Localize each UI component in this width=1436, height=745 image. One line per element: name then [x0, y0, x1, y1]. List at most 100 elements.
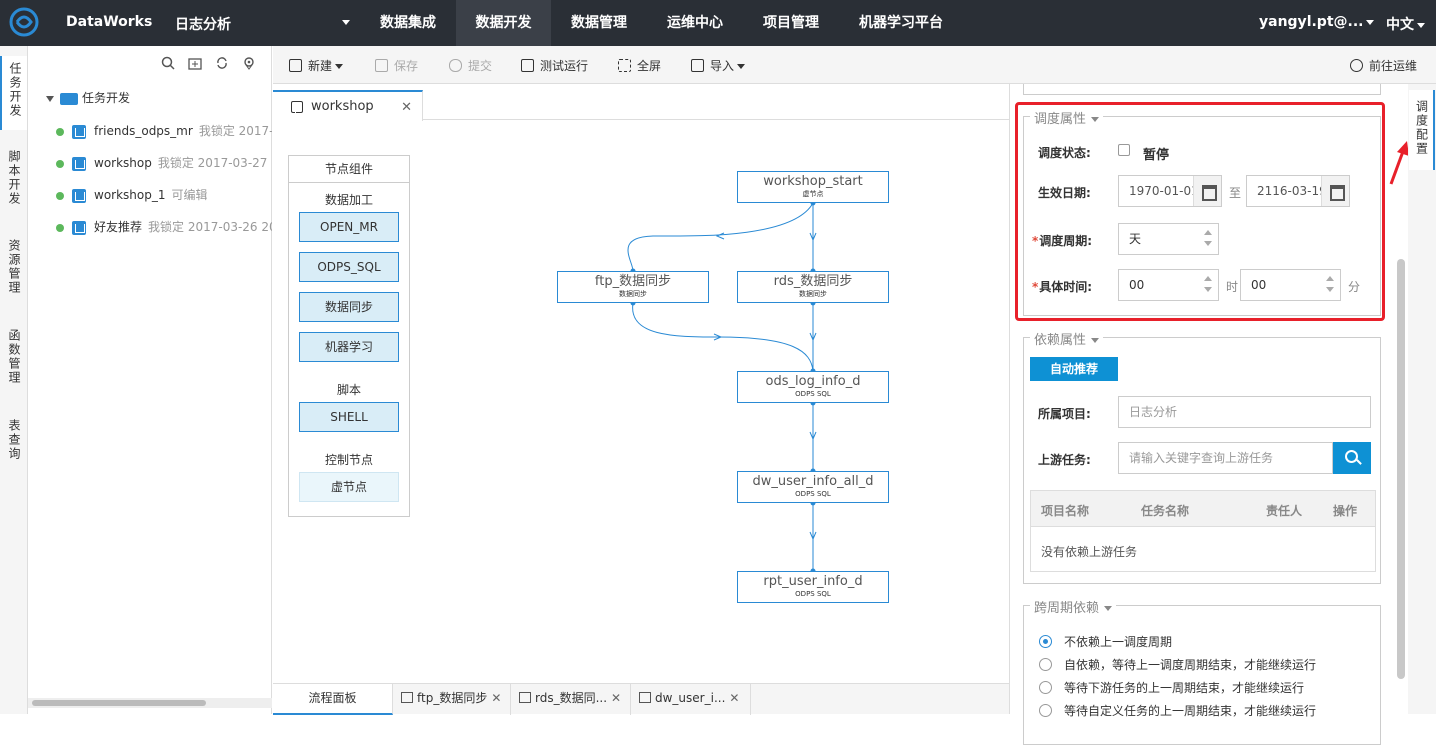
close-icon[interactable]: ✕ — [611, 691, 622, 705]
col-project-name: 项目名称 — [1041, 504, 1090, 518]
tree-root[interactable]: 任务开发 — [46, 89, 130, 106]
tab-table-query[interactable]: 表查询 — [0, 419, 27, 479]
radio-downstream-dependency[interactable] — [1039, 681, 1052, 694]
import-button[interactable]: 导入 — [691, 57, 746, 74]
tab-schedule-config[interactable]: 调度配置 — [1409, 90, 1435, 170]
test-run-button[interactable]: 测试运行 — [521, 57, 588, 74]
refresh-icon[interactable] — [215, 56, 229, 70]
add-folder-icon[interactable] — [188, 56, 202, 70]
palette-node-data-sync[interactable]: 数据同步 — [299, 292, 399, 322]
tree-item[interactable]: 好友推荐我锁定 2017-03-26 20 — [56, 218, 272, 235]
close-icon[interactable]: ✕ — [729, 691, 740, 705]
calendar-icon[interactable] — [1193, 176, 1221, 206]
calendar-icon[interactable] — [1321, 176, 1349, 206]
palette-section-control: 控制节点 — [324, 453, 373, 467]
menu-data-integration[interactable]: 数据集成 — [380, 15, 436, 31]
tab-rds-sync[interactable]: rds_数据同...✕ — [511, 684, 631, 715]
palette-node-virtual[interactable]: 虚节点 — [299, 472, 399, 502]
flow-node[interactable]: ftp_数据同步数据同步 — [557, 271, 709, 303]
close-icon[interactable]: ✕ — [491, 691, 502, 705]
tab-dw-user-info[interactable]: dw_user_i...✕ — [631, 684, 751, 715]
menu-machine-learning[interactable]: 机器学习平台 — [859, 15, 943, 31]
cross-cycle-title[interactable]: 跨周期依赖 — [1030, 597, 1117, 616]
menu-project-management[interactable]: 项目管理 — [763, 15, 819, 31]
tab-label: 脚本开发 — [7, 150, 21, 206]
dataworks-logo-icon[interactable] — [8, 6, 40, 38]
search-icon[interactable] — [161, 56, 175, 70]
date-from-input[interactable]: 1970-01-01 — [1118, 175, 1222, 207]
save-button[interactable]: 保存 — [375, 57, 418, 74]
workflow-icon — [72, 124, 86, 139]
cycle-label-text: 调度周期: — [1039, 234, 1093, 248]
new-button[interactable]: 新建 — [289, 57, 344, 74]
upstream-table: 项目名称 任务名称 责任人 操作 没有依赖上游任务 — [1030, 490, 1376, 572]
upstream-search-input[interactable]: 请输入关键字查询上游任务 — [1118, 442, 1333, 474]
menu-data-development[interactable]: 数据开发 — [456, 0, 551, 46]
fullscreen-button[interactable]: 全屏 — [618, 57, 661, 74]
project-selector[interactable]: 日志分析 — [175, 14, 350, 34]
auto-recommend-button[interactable]: 自动推荐 — [1030, 357, 1119, 381]
spinner-arrows-icon[interactable] — [1204, 276, 1212, 294]
vertical-scrollbar[interactable] — [1397, 259, 1405, 679]
scrollbar-thumb[interactable] — [32, 700, 206, 706]
brand-name[interactable]: DataWorks — [66, 14, 153, 30]
palette-header: 节点组件 — [289, 156, 409, 183]
palette-node-shell[interactable]: SHELL — [299, 402, 399, 432]
menu-data-management[interactable]: 数据管理 — [571, 15, 627, 31]
goto-ops-button[interactable]: 前往运维 — [1350, 57, 1417, 74]
radio-self-dependency[interactable] — [1039, 658, 1052, 671]
palette-node-machine-learning[interactable]: 机器学习 — [299, 332, 399, 362]
close-icon[interactable]: ✕ — [401, 100, 412, 115]
minute-stepper[interactable]: 00 — [1240, 269, 1341, 301]
status-dot-icon — [56, 159, 64, 168]
flow-node[interactable]: rds_数据同步数据同步 — [737, 271, 889, 303]
editor-toolbar: 新建 保存 提交 测试运行 全屏 导入 前往运维 — [273, 46, 1436, 84]
workflow-icon — [72, 156, 86, 171]
hour-stepper[interactable]: 00 — [1118, 269, 1219, 301]
language-selector[interactable]: 中文 — [1386, 14, 1425, 34]
schedule-cycle-select[interactable]: 天 — [1118, 223, 1219, 255]
flow-connections — [627, 200, 817, 574]
palette-node-open-mr[interactable]: OPEN_MR — [299, 212, 399, 242]
radio-custom-dependency[interactable] — [1039, 704, 1052, 717]
language-label: 中文 — [1386, 17, 1414, 33]
schedule-properties-title[interactable]: 调度属性 — [1030, 108, 1104, 127]
empty-state-text: 没有依赖上游任务 — [1041, 545, 1138, 559]
tab-task-dev[interactable]: 任务开发 — [0, 56, 27, 130]
tab-function-management[interactable]: 函数管理 — [0, 329, 27, 403]
spinner-arrows-icon[interactable] — [1326, 276, 1334, 294]
workflow-canvas[interactable]: 节点组件 数据加工 OPEN_MR ODPS_SQL 数据同步 机器学习 脚本 … — [273, 121, 1009, 683]
locate-icon[interactable] — [242, 56, 256, 70]
radio-no-dependency[interactable] — [1039, 635, 1052, 648]
node-name: dw_user_info_all_d — [752, 474, 874, 489]
palette-node-odps-sql[interactable]: ODPS_SQL — [299, 252, 399, 282]
tree-item-name: workshop — [94, 156, 152, 170]
node-name: ods_log_info_d — [765, 374, 861, 389]
user-menu[interactable]: yangyl.pt@... — [1259, 14, 1375, 30]
spinner-arrows-icon — [1204, 230, 1212, 248]
search-icon[interactable] — [1333, 442, 1371, 474]
required-mark: * — [1032, 234, 1039, 248]
dependency-properties-title[interactable]: 依赖属性 — [1030, 329, 1104, 348]
tab-workshop[interactable]: workshop ✕ — [273, 90, 423, 121]
date-from-value: 1970-01-01 — [1129, 184, 1199, 198]
tab-resource-management[interactable]: 资源管理 — [0, 239, 27, 313]
tab-ftp-sync[interactable]: ftp_数据同步✕ — [393, 684, 511, 715]
horizontal-scrollbar[interactable] — [28, 698, 272, 708]
pause-checkbox[interactable] — [1118, 144, 1130, 156]
col-actions: 操作 — [1333, 504, 1358, 518]
menu-ops-center[interactable]: 运维中心 — [667, 15, 723, 31]
project-field[interactable]: 日志分析 — [1118, 396, 1371, 428]
submit-button[interactable]: 提交 — [449, 57, 492, 74]
tab-flow-panel[interactable]: 流程面板 — [273, 684, 393, 715]
date-to-input[interactable]: 2116-03-19 — [1246, 175, 1350, 207]
project-name: 日志分析 — [175, 17, 231, 33]
tab-script-dev[interactable]: 脚本开发 — [0, 150, 27, 224]
